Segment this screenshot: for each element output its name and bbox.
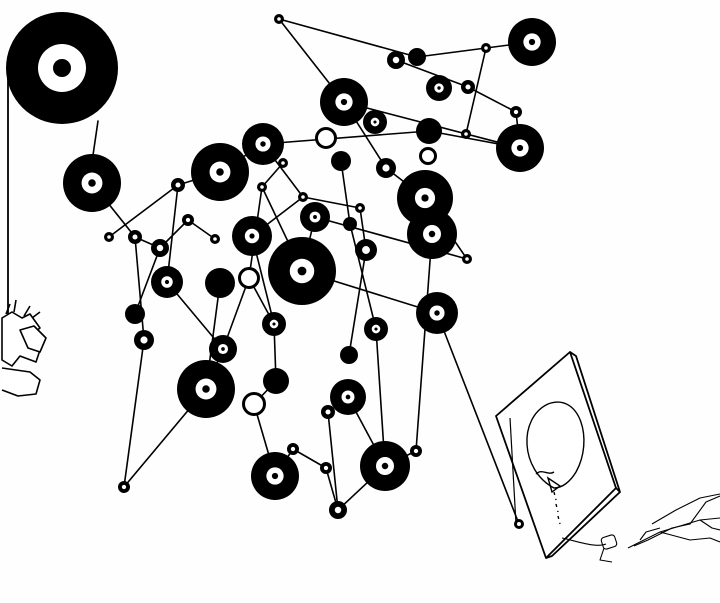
pulley <box>461 129 471 139</box>
tilted-canvas <box>495 351 621 559</box>
pulley <box>508 18 556 66</box>
pulley <box>128 230 142 244</box>
pulley-network <box>63 14 556 519</box>
pulley <box>416 292 458 334</box>
belt-line <box>349 223 377 330</box>
pulley <box>331 151 351 171</box>
belt-line <box>436 312 520 525</box>
belt-line <box>416 47 487 58</box>
belt-line <box>108 184 179 238</box>
pulley <box>151 239 169 257</box>
pulley <box>364 317 388 341</box>
pulley <box>407 209 457 259</box>
pulley <box>355 203 365 213</box>
crumpled-hand <box>1 299 47 397</box>
pulley <box>125 304 145 324</box>
pulley <box>232 216 272 256</box>
belt-line <box>467 86 517 113</box>
pulley <box>210 234 220 244</box>
belt-line <box>292 448 327 469</box>
pulley <box>419 147 437 165</box>
pulley <box>300 202 330 232</box>
belt-line <box>302 196 361 209</box>
pulley <box>134 330 154 350</box>
belt-line <box>327 411 339 511</box>
pulley <box>263 368 289 394</box>
belt-line <box>340 160 351 225</box>
pulley <box>408 48 426 66</box>
belt-line <box>134 236 145 341</box>
pulley <box>251 452 299 500</box>
belt-line <box>348 249 367 356</box>
pulley <box>257 182 267 192</box>
pulley <box>426 75 452 101</box>
pulley <box>63 154 121 212</box>
belt-line <box>465 47 487 135</box>
pulley <box>118 481 130 493</box>
pulley <box>262 312 286 336</box>
pulley <box>343 217 357 231</box>
pulley <box>278 158 288 168</box>
pulley <box>363 110 387 134</box>
belt-line <box>262 130 430 145</box>
pulley <box>462 254 472 264</box>
belt-line <box>261 162 284 188</box>
pulley <box>209 335 237 363</box>
pulley <box>320 462 332 474</box>
pulley <box>268 237 336 305</box>
pulley <box>340 346 358 364</box>
large-spool <box>6 12 118 320</box>
pulley <box>171 178 185 192</box>
pulley <box>242 392 266 416</box>
reaching-hand <box>561 493 720 563</box>
belt-line <box>134 247 161 315</box>
belt-line <box>415 233 433 452</box>
belt-line <box>395 59 469 88</box>
pulley <box>315 127 337 149</box>
pulley <box>387 51 405 69</box>
pulley <box>510 106 522 118</box>
pulley <box>104 232 114 242</box>
pulley <box>205 268 235 298</box>
belt-line <box>278 18 418 58</box>
pulley <box>330 379 366 415</box>
pulley <box>321 405 335 419</box>
pulley <box>461 80 475 94</box>
pulley <box>376 158 396 178</box>
pulley <box>151 266 183 298</box>
pulley <box>298 192 308 202</box>
pulley <box>287 443 299 455</box>
pulley <box>360 441 410 491</box>
pulley <box>191 143 249 201</box>
pulley <box>182 214 194 226</box>
pulley <box>274 14 284 24</box>
pulley <box>410 445 422 457</box>
pulley <box>242 123 284 165</box>
pulley <box>320 78 368 126</box>
pulley <box>481 43 491 53</box>
pulley <box>416 118 442 144</box>
pulley <box>177 360 235 418</box>
pulley <box>238 267 260 289</box>
belt-line <box>166 184 179 283</box>
belt-line <box>123 339 145 488</box>
pulley <box>329 501 347 519</box>
pulley <box>355 239 377 261</box>
balloon-drawing <box>526 401 585 525</box>
pulley <box>496 124 544 172</box>
